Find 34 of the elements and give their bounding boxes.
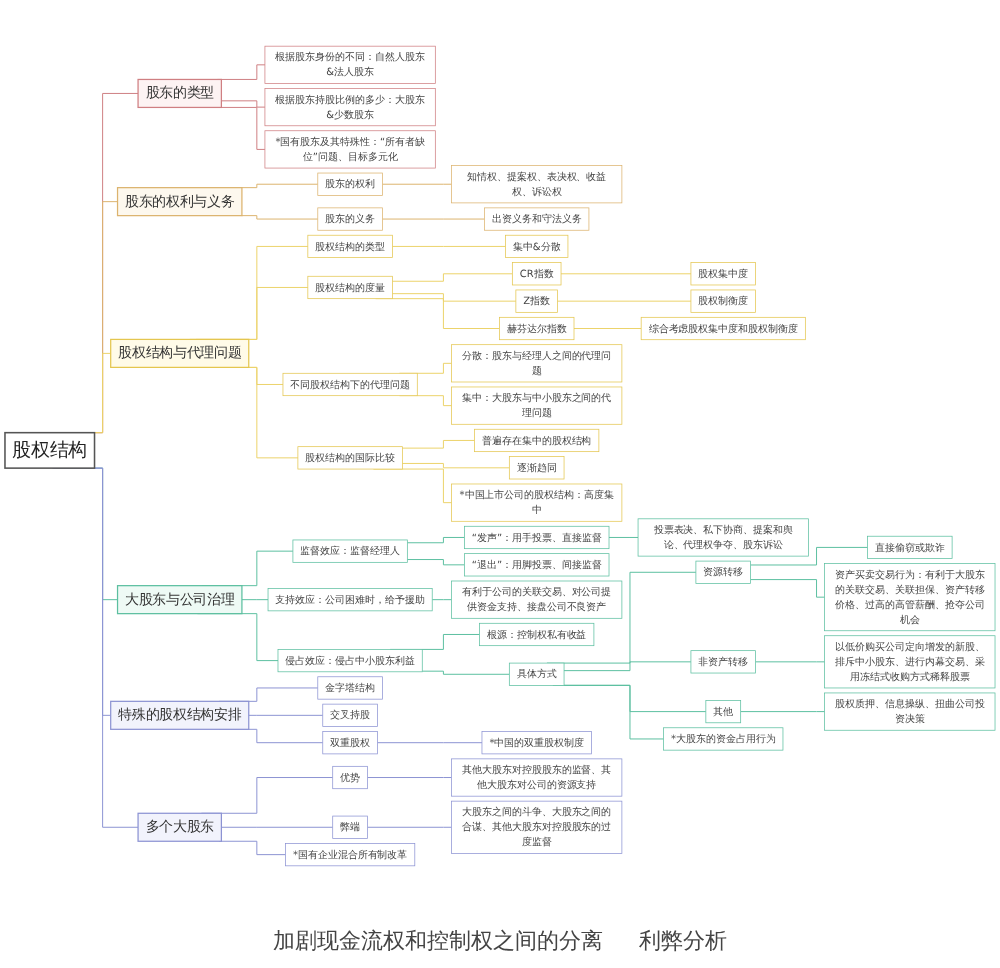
connector [557,300,692,302]
connector [391,293,517,302]
connector [573,328,642,329]
connector [406,536,465,544]
connector [560,273,692,275]
connector [220,100,266,108]
summary-note: 加剧现金流权和控制权之间的分离 [273,925,603,955]
node-box: 股权结构 [4,431,96,469]
summary-note: 利弊分析 [639,925,727,955]
connector [381,218,485,220]
connector [608,536,639,538]
connector [216,64,266,80]
connector [401,462,510,469]
connector [740,711,826,713]
connector [241,183,319,189]
connector [755,661,826,663]
connector [750,546,869,566]
connector [367,826,452,828]
connector [248,714,324,716]
connector [381,183,452,185]
connector [367,777,452,778]
connector [391,273,513,282]
connector [401,439,475,449]
connector [750,579,826,598]
connector [218,840,286,856]
connector [563,661,692,672]
connector [377,742,483,744]
connector [431,599,452,601]
connector [391,245,506,247]
connector [241,215,319,220]
connector [421,670,510,675]
connector [406,559,465,566]
connector [220,826,334,828]
connector [241,599,269,601]
